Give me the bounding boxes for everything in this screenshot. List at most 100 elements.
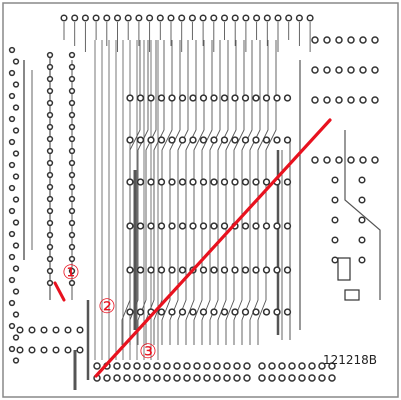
pad	[241, 266, 250, 274]
pad	[328, 374, 336, 382]
pad	[252, 222, 260, 230]
pad	[252, 266, 260, 274]
pad	[163, 374, 171, 382]
pad	[46, 99, 54, 107]
pad	[347, 96, 355, 104]
pad	[8, 138, 16, 146]
pad	[178, 136, 187, 144]
pad	[46, 75, 54, 83]
pad	[68, 159, 76, 167]
pad	[347, 66, 355, 74]
pad	[306, 14, 314, 22]
pad	[52, 346, 60, 354]
pad	[103, 374, 111, 382]
pad	[220, 94, 229, 102]
pad	[347, 36, 355, 44]
trace	[137, 40, 157, 345]
pad	[68, 195, 76, 203]
trace	[225, 40, 245, 345]
pad	[157, 222, 166, 230]
pad	[231, 136, 239, 144]
trace	[145, 40, 165, 345]
pad	[241, 178, 250, 186]
pad	[157, 136, 166, 144]
pad	[220, 178, 229, 186]
pad	[46, 123, 54, 131]
pad	[28, 326, 36, 334]
pad	[311, 66, 319, 74]
pad	[8, 46, 16, 54]
pad	[52, 326, 60, 334]
pad	[278, 374, 286, 382]
pad	[28, 346, 36, 354]
pad	[46, 243, 54, 251]
pad	[178, 94, 187, 102]
pad	[273, 136, 281, 144]
pad	[335, 36, 343, 44]
highlight-line	[94, 118, 332, 378]
pad	[46, 231, 54, 239]
pad	[173, 362, 181, 370]
pad	[311, 156, 319, 164]
pad	[210, 94, 218, 102]
pad	[210, 14, 218, 22]
pad	[168, 94, 176, 102]
pad	[8, 92, 16, 100]
pad	[68, 267, 76, 275]
pad	[68, 255, 76, 263]
pad	[168, 178, 176, 186]
pad	[46, 111, 54, 119]
pad	[68, 123, 76, 131]
pad	[126, 136, 134, 144]
pad	[242, 14, 250, 22]
pad	[189, 178, 197, 186]
pad	[68, 111, 76, 119]
pad	[189, 308, 197, 316]
pad	[273, 266, 281, 274]
pad	[308, 362, 316, 370]
trace	[169, 40, 189, 345]
pad	[220, 308, 229, 316]
pad	[189, 136, 197, 144]
pad	[283, 308, 292, 316]
pad	[331, 176, 339, 184]
pad	[231, 266, 239, 274]
pad	[126, 266, 134, 274]
pad	[331, 256, 339, 264]
pad	[183, 362, 191, 370]
pad	[263, 14, 271, 22]
pad	[46, 87, 54, 95]
component	[337, 257, 351, 281]
pad	[262, 136, 271, 144]
pad	[46, 219, 54, 227]
pad	[243, 374, 251, 382]
pad	[311, 36, 319, 44]
marker-2-label: ②	[98, 294, 116, 318]
pad	[323, 96, 331, 104]
trace	[217, 40, 237, 345]
pad	[46, 183, 54, 191]
board-id-label: 121218B	[323, 353, 377, 367]
pad	[199, 94, 208, 102]
pad	[199, 308, 208, 316]
pad	[193, 362, 201, 370]
pad	[285, 14, 293, 22]
trace	[344, 130, 381, 300]
pad	[359, 66, 367, 74]
pad	[136, 94, 145, 102]
pad	[12, 334, 20, 341]
pad	[258, 362, 266, 370]
pad	[358, 236, 366, 244]
pad	[126, 94, 134, 102]
pad	[268, 362, 276, 370]
pad	[136, 266, 145, 274]
pad	[40, 326, 48, 334]
pad	[135, 14, 143, 22]
pad	[8, 322, 16, 330]
pad	[178, 308, 187, 316]
pad	[308, 374, 316, 382]
pad	[199, 266, 208, 274]
pad	[168, 136, 176, 144]
pad	[153, 374, 161, 382]
pad	[153, 362, 161, 370]
